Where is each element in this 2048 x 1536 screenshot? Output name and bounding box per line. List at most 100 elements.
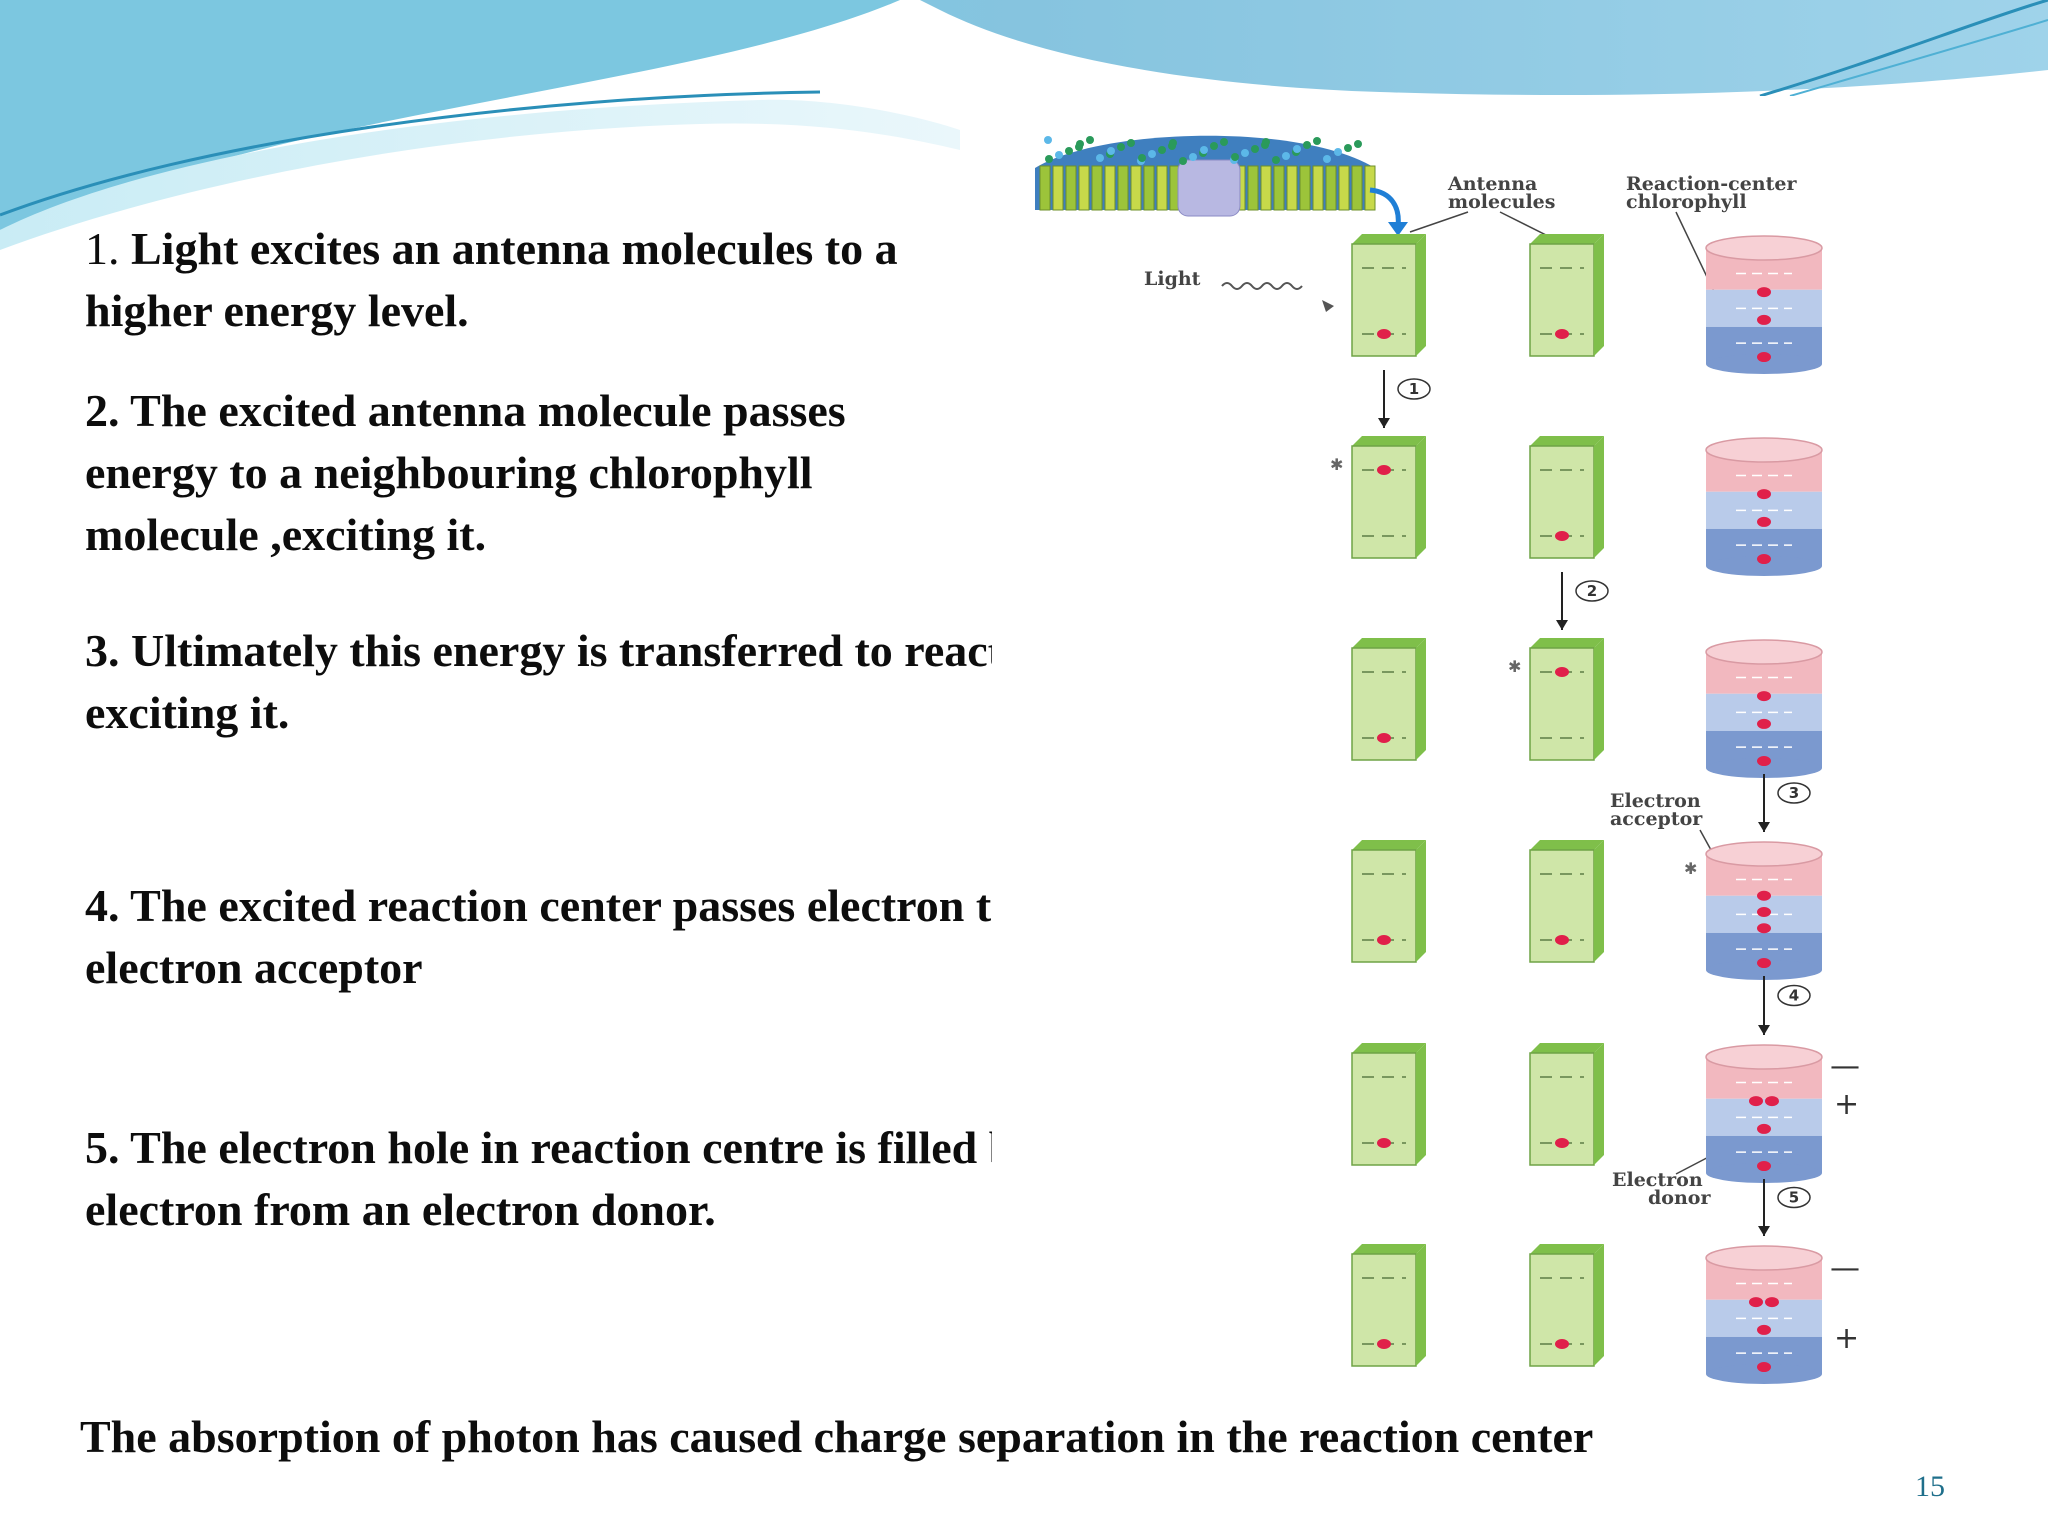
electron (1377, 935, 1391, 945)
electron-donor-label-line1: Electron (1612, 1169, 1703, 1191)
membrane-pigment-dot (1303, 141, 1311, 149)
membrane-pigment-dot (1086, 136, 1094, 144)
antenna-molecule-top (1530, 638, 1604, 648)
step-number-badge (1397, 378, 1431, 400)
header-wave-decoration (0, 0, 2048, 250)
reaction-center-bottom (1706, 1163, 1822, 1183)
antenna-leader-line-1 (1409, 211, 1469, 233)
diagram-row: ✱ (1351, 638, 1823, 778)
page-number: 15 (1915, 1470, 1945, 1503)
antenna-molecule-top (1530, 1043, 1604, 1053)
electron (1749, 1297, 1763, 1308)
electron (1757, 516, 1771, 527)
antenna-molecule-side (1416, 638, 1426, 760)
antenna-molecule-body (1351, 243, 1417, 357)
electron (1765, 1297, 1779, 1308)
antenna-molecule-top (1530, 840, 1604, 850)
electron (1757, 718, 1771, 729)
light-arrow-head (1322, 300, 1334, 312)
membrane-pigment-dot (1220, 138, 1228, 146)
conclusion-text: The absorption of photon has caused char… (80, 1411, 1594, 1462)
electron (1757, 958, 1771, 969)
electron-acceptor-label-line1: Electron (1610, 790, 1701, 812)
step-arrow-head (1556, 620, 1568, 630)
antenna-molecule-body (1351, 1253, 1417, 1367)
reaction-center-top (1705, 841, 1823, 867)
antenna-molecule-top (1352, 1043, 1426, 1053)
membrane-protein (1052, 165, 1064, 211)
electron (1757, 352, 1771, 363)
electron (1757, 923, 1771, 934)
step-number-label: 2 (1587, 582, 1597, 600)
membrane-protein (1338, 165, 1350, 211)
step-number-label: 5 (1789, 1189, 1799, 1207)
step-arrow-head (1378, 418, 1390, 428)
diagram-row (1351, 234, 1823, 374)
membrane-pigment-dot (1044, 136, 1052, 144)
antenna-molecule-body (1529, 849, 1595, 963)
membrane-pigment-dot (1323, 155, 1331, 163)
antenna-molecule-top (1352, 234, 1426, 244)
electron (1757, 287, 1771, 298)
membrane-protein (1143, 165, 1155, 211)
membrane-arrow (1369, 187, 1401, 227)
excited-marker-icon: ✱ (1330, 455, 1343, 474)
membrane-pigment-dot (1076, 140, 1084, 148)
membrane-protein (1091, 165, 1103, 211)
diagram-row (1351, 1244, 1823, 1384)
membrane-pigment-dot (1117, 143, 1125, 151)
reaction-center-bottom (1706, 1364, 1822, 1384)
membrane-pigment-dot (1127, 139, 1135, 147)
antenna-molecule-side (1594, 1244, 1604, 1366)
electron (1757, 691, 1771, 702)
step-number-badge (1777, 782, 1811, 804)
membrane-protein (1039, 165, 1051, 211)
antenna-molecule-side (1416, 436, 1426, 558)
electron (1757, 489, 1771, 500)
membrane-pigment-dot (1210, 142, 1218, 150)
membrane-protein (1104, 165, 1116, 211)
membrane-pigment-dot (1231, 153, 1239, 161)
excited-marker-icon: ✱ (1684, 859, 1697, 878)
membrane-pigment-dot (1354, 140, 1362, 148)
excited-marker-icon: ✱ (1508, 657, 1521, 676)
photosystem-diagram: Antenna molecules Reaction-center chloro… (992, 96, 1960, 1408)
membrane-pigment-dot (1200, 146, 1208, 154)
membrane-protein (1312, 165, 1324, 211)
membrane-pigment-dot (1344, 144, 1352, 152)
diagram-row: ✱ (1351, 840, 1823, 980)
membrane-pigment-dot (1158, 146, 1166, 154)
charge-minus-sign-row5: — (1830, 1049, 1860, 1084)
antenna-molecule-body (1529, 647, 1595, 761)
reaction-center-bottom (1706, 960, 1822, 980)
step-number-badge (1777, 984, 1811, 1007)
membrane-protein (1156, 165, 1168, 211)
membrane-protein (1065, 165, 1077, 211)
membrane-pigment-dot (1138, 154, 1146, 162)
step-number-badge (1575, 580, 1609, 602)
antenna-molecule-top (1352, 436, 1426, 446)
membrane-protein (1325, 165, 1337, 211)
antenna-molecule-body (1351, 445, 1417, 559)
membrane-pigment-dot (1148, 150, 1156, 158)
diagram-rows: ✱ ✱ ✱ (1330, 234, 1823, 1384)
reaction-center-top (1705, 639, 1823, 665)
membrane-protein (1351, 165, 1363, 211)
membrane-pigment-dot (1096, 154, 1104, 162)
membrane-pigment-dot (1179, 157, 1187, 165)
charge-plus-sign-row5: + (1834, 1087, 1859, 1122)
electron (1765, 1096, 1779, 1107)
membrane-protein (1117, 165, 1129, 211)
reaction-center-bottom (1706, 758, 1822, 778)
reaction-center-top (1705, 235, 1823, 261)
electron (1757, 890, 1771, 901)
electron (1555, 935, 1569, 945)
diagram-row: ✱ (1330, 436, 1823, 576)
reaction-center-top (1705, 437, 1823, 463)
electron (1377, 329, 1391, 339)
electron (1757, 1123, 1771, 1134)
membrane-pigment-dot (1055, 151, 1063, 159)
electron (1757, 907, 1771, 917)
antenna-molecule-side (1594, 234, 1604, 356)
electron (1377, 1339, 1391, 1349)
